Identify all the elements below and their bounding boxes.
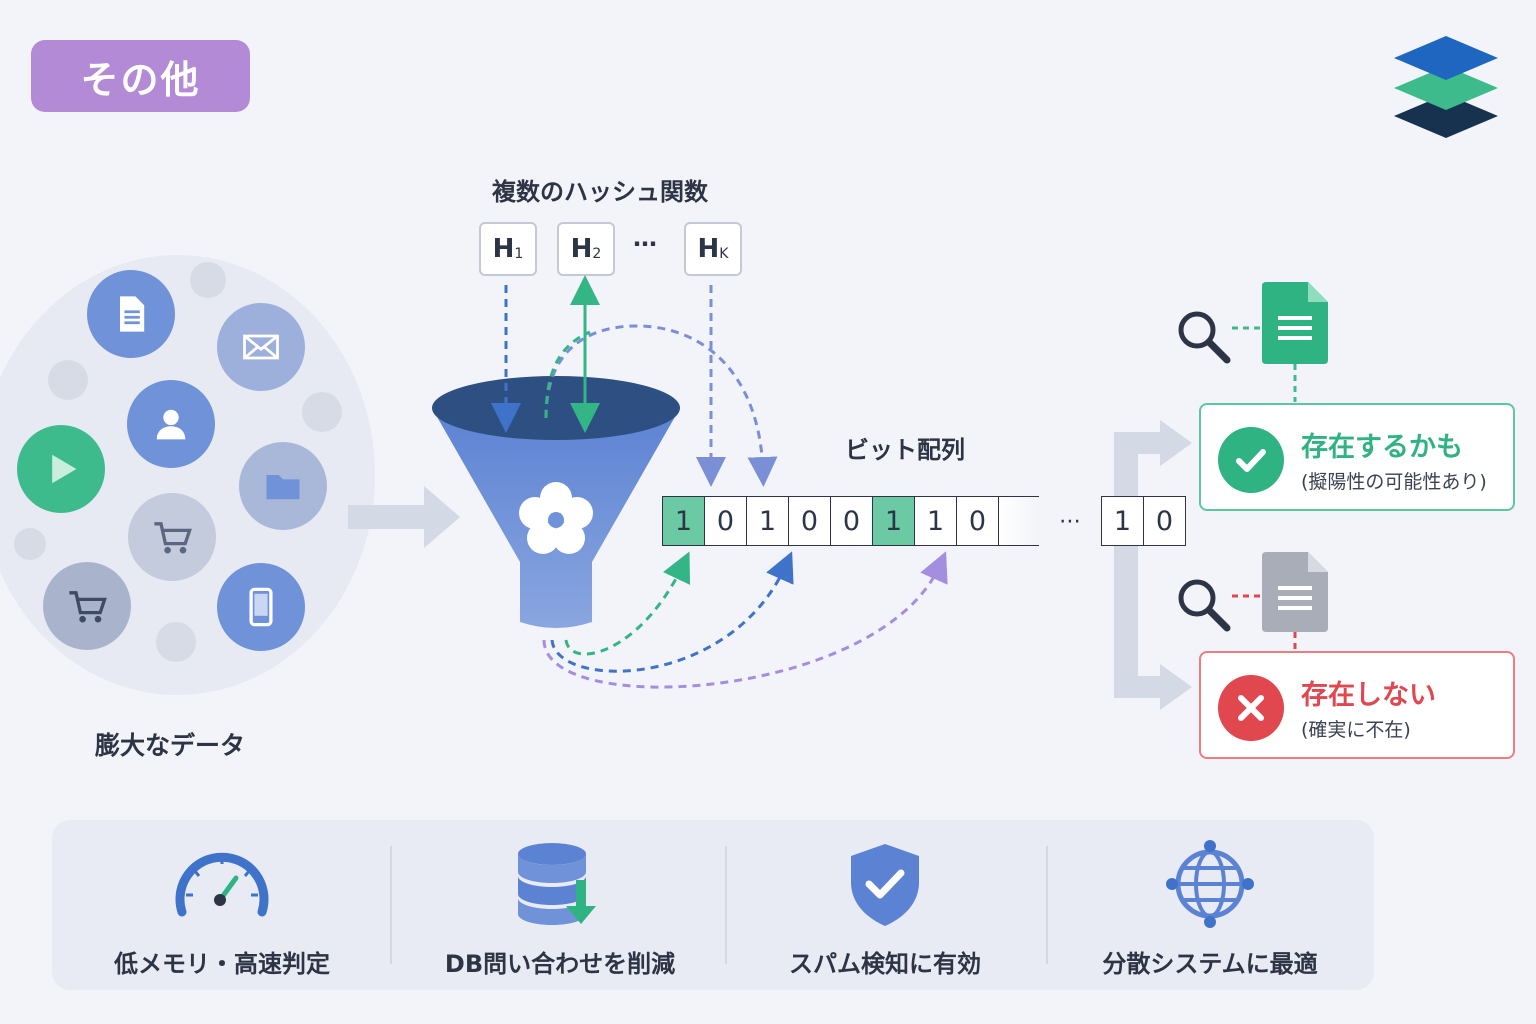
document-gray-icon bbox=[1262, 552, 1328, 632]
cart-icon bbox=[43, 562, 131, 650]
document-icon bbox=[87, 270, 175, 358]
feature-label: DB問い合わせを削減 bbox=[444, 950, 676, 978]
search-icon bbox=[1178, 579, 1231, 632]
category-tag: その他 bbox=[31, 40, 250, 112]
feature-item: 分散システムに最適 bbox=[1070, 820, 1350, 990]
cart-icon bbox=[128, 493, 216, 581]
play-icon bbox=[17, 425, 105, 513]
arrow-right-icon bbox=[348, 486, 460, 548]
result-not-exists: 存在しない (確実に不在) bbox=[1199, 651, 1515, 759]
smartphone-icon bbox=[217, 563, 305, 651]
document-green-icon bbox=[1262, 282, 1328, 364]
bit-ellipsis: ⋯ bbox=[1059, 508, 1081, 534]
bit-cell: 0 bbox=[831, 496, 873, 546]
hash-ellipsis: ⋯ bbox=[633, 230, 657, 258]
result-maybe-sub: (擬陽性の可能性あり) bbox=[1301, 471, 1487, 493]
divider bbox=[725, 846, 727, 964]
feature-label: スパム検知に有効 bbox=[789, 950, 981, 978]
decor-dot bbox=[302, 392, 342, 432]
divider bbox=[1046, 846, 1048, 964]
result-no-sub: (確実に不在) bbox=[1301, 719, 1411, 741]
data-label: 膨大なデータ bbox=[95, 731, 246, 760]
feature-label: 分散システムに最適 bbox=[1102, 950, 1318, 978]
layers-logo-icon bbox=[1394, 36, 1498, 138]
feature-item: DB問い合わせを削減 bbox=[420, 820, 700, 990]
result-no-title: 存在しない bbox=[1301, 680, 1436, 711]
shield-check-icon bbox=[851, 844, 919, 926]
funnel bbox=[432, 376, 680, 628]
bit-array-label: ビット配列 bbox=[845, 436, 965, 464]
bit-cell: 1 bbox=[747, 496, 789, 546]
folder-icon bbox=[239, 442, 327, 530]
feature-item: 低メモリ・高速判定 bbox=[82, 820, 362, 990]
bit-cell: 1 bbox=[915, 496, 957, 546]
globe-network-icon bbox=[1166, 840, 1254, 928]
feature-label: 低メモリ・高速判定 bbox=[114, 950, 330, 978]
result-maybe-exists: 存在するかも (擬陽性の可能性あり) bbox=[1199, 403, 1515, 511]
divider bbox=[390, 846, 392, 964]
bit-cell: 0 bbox=[789, 496, 831, 546]
decor-dot bbox=[156, 622, 196, 662]
feature-bar: 低メモリ・高速判定 DB問い合わせを削減 スパム検知に有効 分散システムに最適 bbox=[52, 820, 1374, 990]
bit-cell: 0 bbox=[1144, 496, 1186, 546]
result-maybe-title: 存在するかも bbox=[1301, 432, 1463, 463]
check-circle-icon bbox=[1218, 427, 1284, 493]
bit-cell: 0 bbox=[957, 496, 999, 546]
user-icon bbox=[127, 380, 215, 468]
flower-icon bbox=[519, 482, 593, 554]
x-circle-icon bbox=[1218, 675, 1284, 741]
database-download-icon bbox=[518, 843, 596, 925]
bit-cell: 1 bbox=[662, 496, 705, 546]
bit-cell: 0 bbox=[705, 496, 747, 546]
hash-functions-label: 複数のハッシュ関数 bbox=[492, 178, 708, 206]
decor-dot bbox=[190, 262, 226, 298]
bit-cell: 1 bbox=[873, 496, 915, 546]
bit-cell: 1 bbox=[1101, 496, 1144, 546]
speedometer-icon bbox=[175, 852, 269, 917]
decor-dot bbox=[14, 528, 46, 560]
mail-icon bbox=[217, 303, 305, 391]
search-icon bbox=[1178, 311, 1231, 364]
decor-dot bbox=[48, 360, 88, 400]
bit-cell-fade bbox=[999, 496, 1039, 546]
feature-item: スパム検知に有効 bbox=[745, 820, 1025, 990]
